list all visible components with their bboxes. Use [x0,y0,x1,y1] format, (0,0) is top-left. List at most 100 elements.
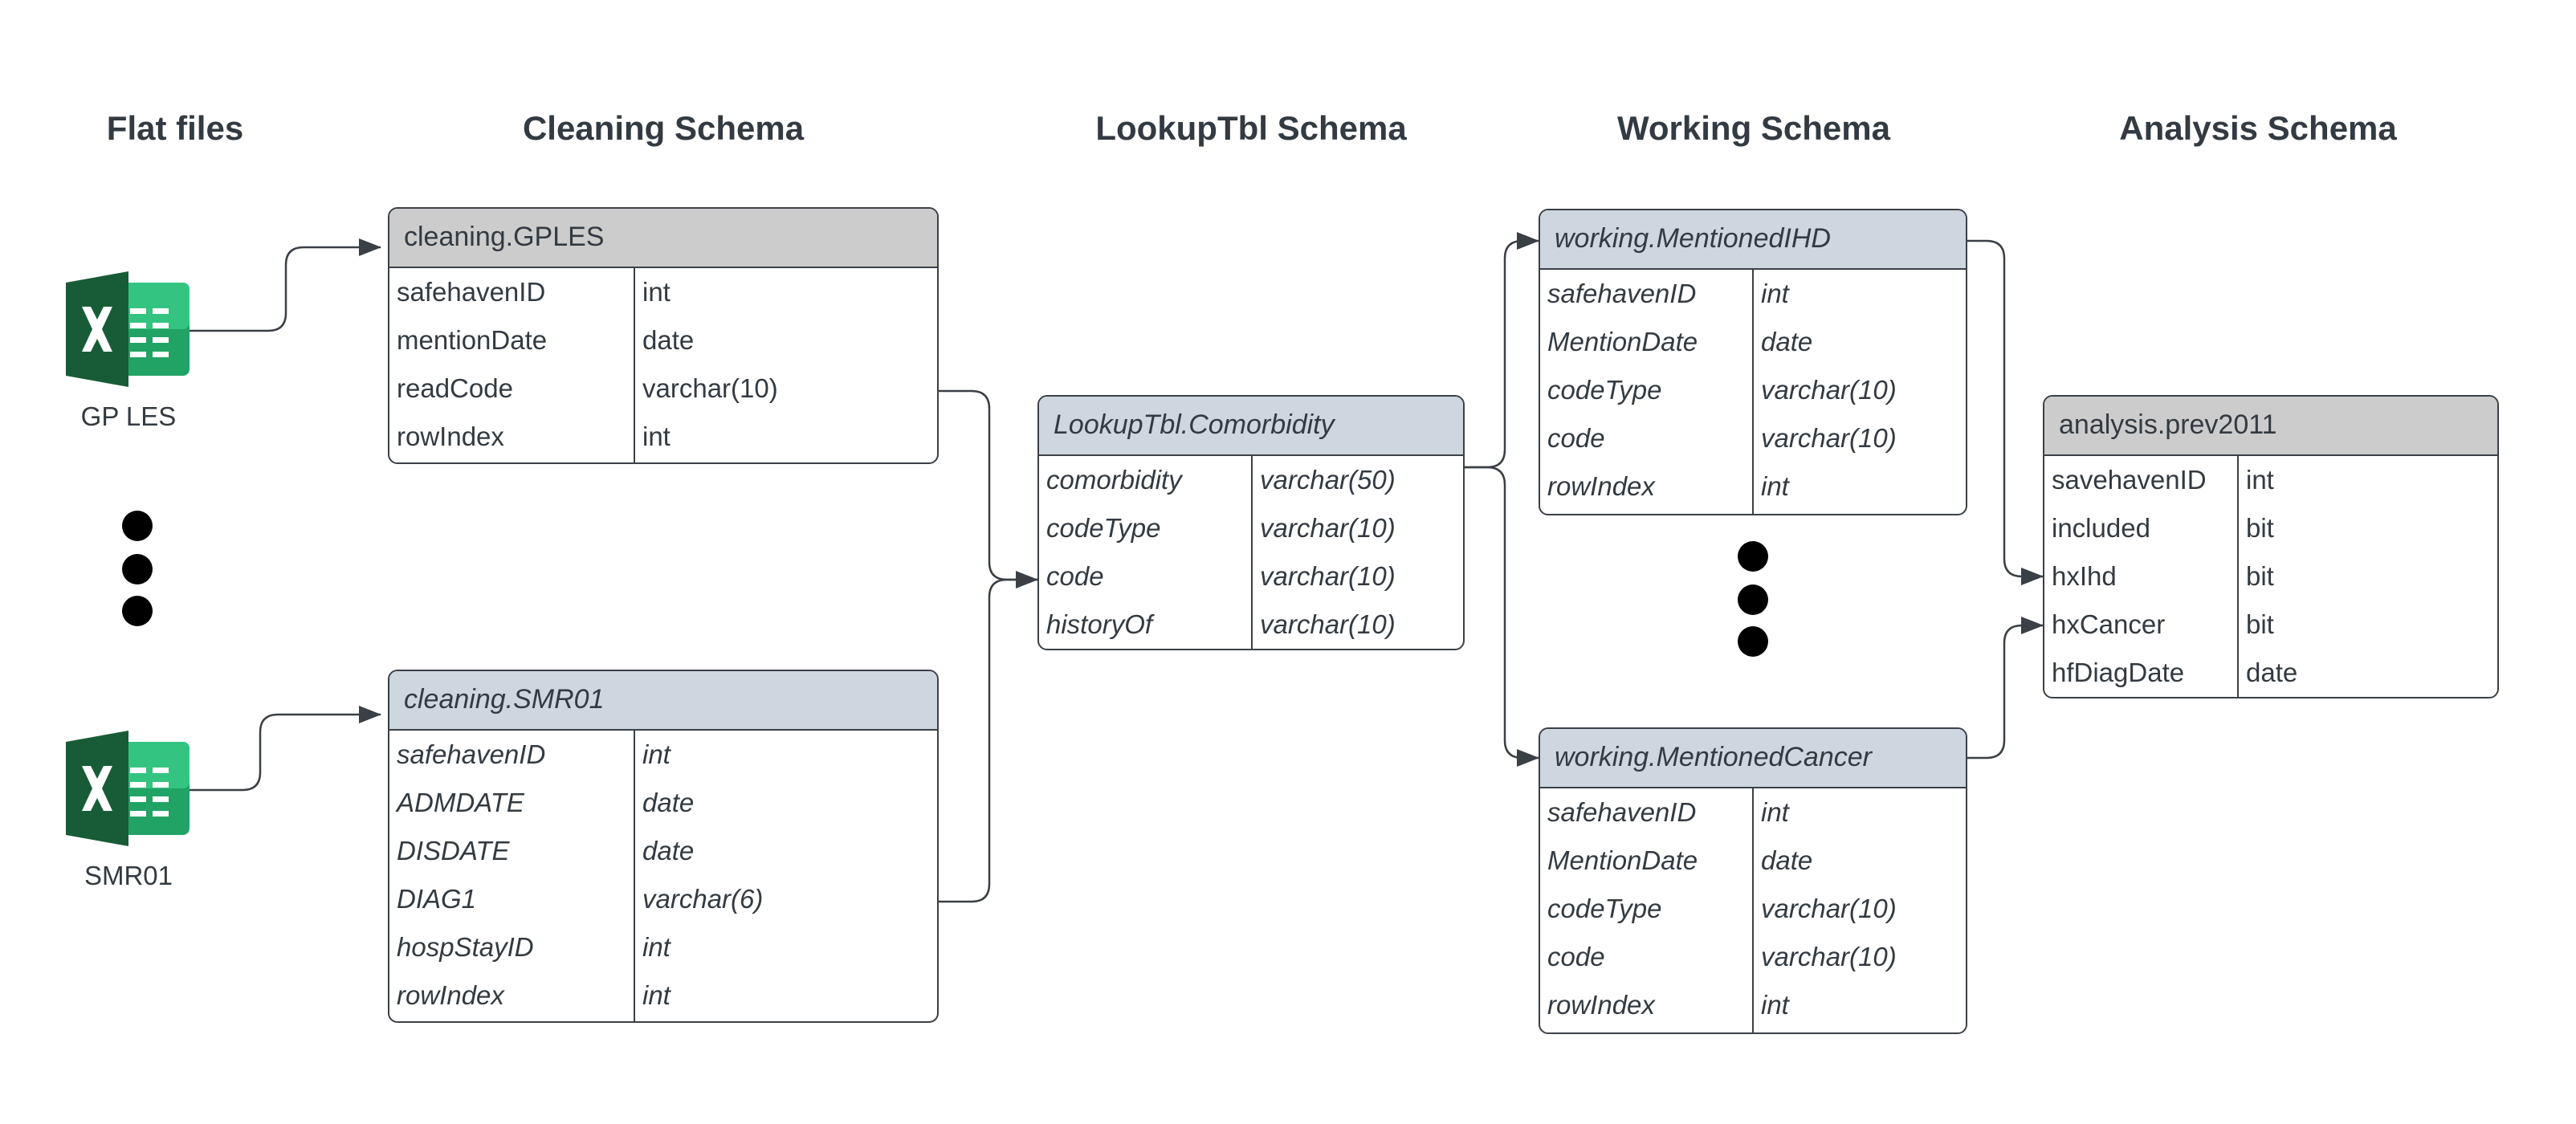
field-name: savehavenID [2052,465,2207,495]
field-name: code [1547,423,1605,453]
field-name: hxCancer [2052,609,2166,639]
table-row: codeType varchar(10) [1540,366,1966,414]
field-type: date [2246,658,2298,687]
field-name: MentionDate [1547,327,1698,356]
table-row: safehavenID int [1540,788,1966,837]
connector-gples-file-to-table [190,238,381,332]
field-name: rowIndex [1547,471,1655,501]
field-name: rowIndex [1547,990,1655,1020]
field-type: int [1761,797,1789,827]
field-type: varchar(10) [642,373,778,403]
ellipsis-dot [122,554,153,584]
field-type: varchar(10) [1260,609,1396,639]
table-row: rowIndex int [1540,981,1966,1029]
table-row: code varchar(10) [1540,414,1966,462]
field-type: date [642,788,695,817]
field-name: hospStayID [397,932,534,962]
field-name: DISDATE [397,836,510,865]
field-name: mentionDate [397,325,548,355]
field-name: codeType [1547,375,1662,405]
connector-ihd-to-analysis [1967,239,2044,585]
table-row: DIAG1 varchar(6) [389,875,937,923]
field-name: MentionDate [1547,845,1698,875]
table-row: hospStayID int [389,923,937,971]
table-header: cleaning.GPLES [389,209,937,268]
field-name: code [1046,561,1104,591]
table-row: mentionDate date [389,316,937,364]
file-label-gp-les: GP LES [80,401,177,431]
table-row: hfDiagDate date [2044,649,2497,697]
column-title-analysis: Analysis Schema [2119,109,2397,147]
field-type: bit [2246,513,2274,543]
field-type: int [642,277,670,307]
field-type: date [1761,327,1813,356]
table-row: included bit [2044,504,2497,552]
field-type: bit [2246,561,2274,591]
field-name: ADMDATE [397,788,524,817]
field-type: varchar(6) [642,884,764,914]
column-title-cleaning: Cleaning Schema [522,109,805,147]
connector-smr01-file-to-table [190,706,381,792]
field-type: varchar(10) [1260,561,1396,591]
field-name: safehavenID [1547,797,1697,827]
table-row: code varchar(10) [1039,552,1463,601]
field-type: varchar(10) [1761,423,1897,453]
field-name: codeType [1046,513,1161,543]
field-type: varchar(10) [1260,513,1396,543]
field-type: date [642,836,695,865]
table-row: historyOf varchar(10) [1039,601,1463,649]
field-type: date [642,325,695,355]
field-name: hfDiagDate [2052,658,2185,687]
field-type: varchar(10) [1761,894,1897,923]
file-label-smr01: SMR01 [84,861,173,890]
table-row: savehavenID int [2044,456,2497,504]
connector-smr01-to-lookup [938,578,1037,903]
connector-cancer-to-analysis [1967,617,2044,760]
table-row: hxIhd bit [2044,552,2497,601]
field-name: hxIhd [2052,561,2117,591]
table-row: readCode varchar(10) [389,364,937,413]
field-type: date [1761,845,1813,875]
table-header: analysis.prev2011 [2044,397,2497,456]
field-name: codeType [1547,894,1662,923]
table-row: codeType varchar(10) [1540,885,1966,933]
table-header: cleaning.SMR01 [389,671,937,731]
table-row: MentionDate date [1540,318,1966,366]
table-row: ADMDATE date [389,779,937,827]
ellipsis-dot [1738,584,1768,615]
ellipsis-dot [1738,541,1768,572]
field-type: int [642,739,670,769]
table-working-mentioned-cancer: working.MentionedCancer safehavenID int M… [1539,727,1967,1034]
field-name: included [2052,513,2150,543]
connector-gples-to-lookup [938,389,1038,588]
field-type: varchar(10) [1761,375,1897,405]
field-name: rowIndex [397,422,504,451]
table-header: working.MentionedCancer [1540,729,1966,788]
field-name: safehavenID [397,739,546,769]
field-name: safehavenID [1547,279,1697,308]
table-analysis-prev2011: analysis.prev2011 savehavenID int include… [2043,395,2499,698]
field-name: readCode [397,373,513,403]
field-name: historyOf [1046,609,1153,639]
table-row: MentionDate date [1540,837,1966,885]
excel-icon [66,271,191,387]
field-type: int [1761,990,1789,1020]
table-cleaning-smr01: cleaning.SMR01 safehavenID int ADMDATE dat… [388,670,939,1023]
column-title-working: Working Schema [1617,109,1890,147]
field-type: int [642,932,670,962]
field-type: varchar(10) [1761,942,1897,971]
column-title-flat-files: Flat files [106,109,244,147]
field-name: DIAG1 [397,884,477,914]
table-row: safehavenID int [389,731,937,779]
field-type: int [2246,465,2274,495]
field-type: int [642,980,670,1010]
table-row: DISDATE date [389,827,937,875]
